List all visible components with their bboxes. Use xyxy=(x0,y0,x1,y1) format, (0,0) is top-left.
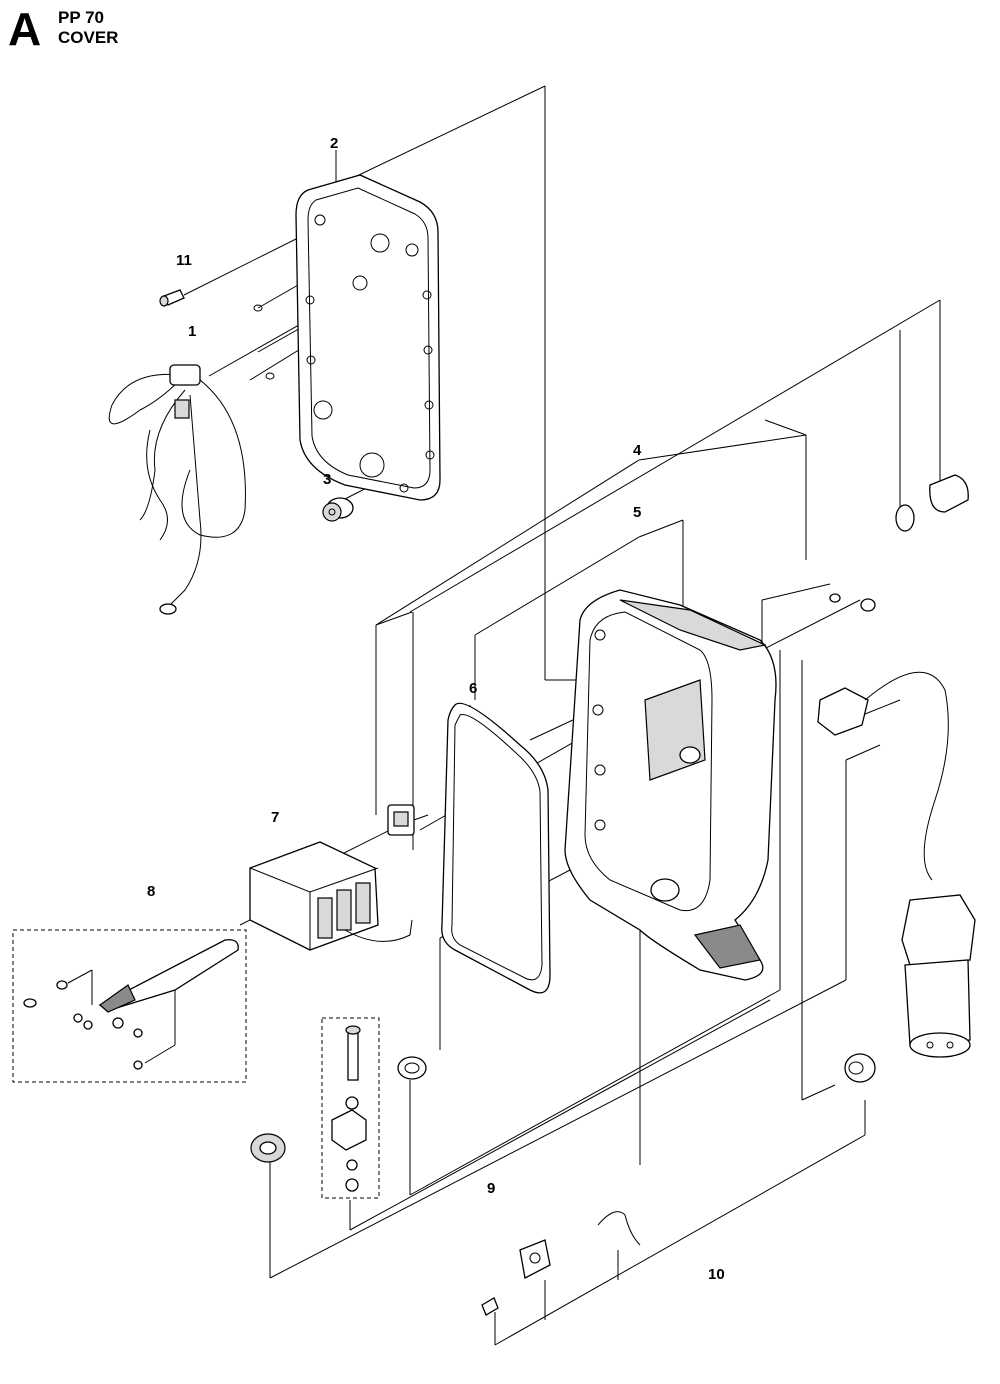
section-title: COVER xyxy=(58,28,119,47)
part-11-screw xyxy=(159,289,185,307)
callout-7: 7 xyxy=(271,809,279,826)
part-7-circuit-breaker xyxy=(249,841,413,951)
part-2-cover-plate xyxy=(253,174,441,501)
callout-11: 11 xyxy=(176,252,192,269)
part-10-latch xyxy=(481,1053,876,1316)
section-letter: A xyxy=(8,3,42,55)
callout-5: 5 xyxy=(633,504,641,521)
part-power-cable xyxy=(817,671,976,1058)
part-8-handle-kit xyxy=(12,929,247,1083)
callout-2: 2 xyxy=(330,135,338,152)
part-connector xyxy=(829,474,969,612)
callout-9: 9 xyxy=(487,1180,495,1197)
callout-1: 1 xyxy=(188,323,196,340)
callout-4: 4 xyxy=(633,442,642,459)
part-3-bushing xyxy=(322,497,354,522)
callout-3: 3 xyxy=(323,471,331,488)
part-5-housing xyxy=(564,589,777,981)
part-micro-switch xyxy=(387,804,429,836)
model-name: PP 70 xyxy=(58,8,105,27)
part-9-hardware xyxy=(250,1017,427,1199)
callout-8: 8 xyxy=(147,883,155,900)
part-6-seal xyxy=(441,702,551,994)
callout-10: 10 xyxy=(708,1266,725,1283)
part-1-wire-harness xyxy=(108,364,246,615)
callout-6: 6 xyxy=(469,680,477,697)
